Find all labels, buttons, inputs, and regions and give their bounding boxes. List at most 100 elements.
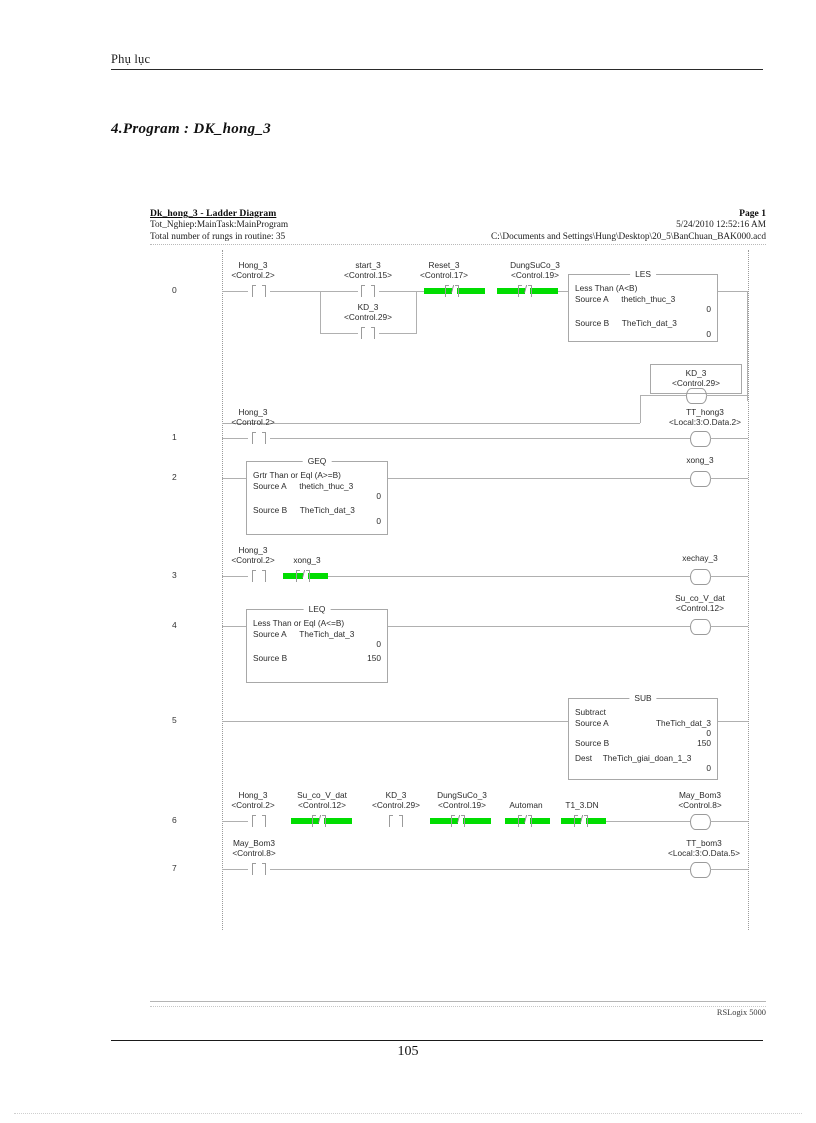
printout-page-label: Page 1 bbox=[739, 208, 766, 219]
rung5-sub-source-b-row: Source B 150 bbox=[569, 738, 717, 749]
right-power-rail bbox=[748, 250, 749, 930]
contact-bar-left bbox=[389, 815, 390, 827]
contact-bar-right bbox=[374, 285, 375, 297]
contact-bar-right bbox=[402, 815, 403, 827]
rung6-coil-maybom3[interactable] bbox=[690, 814, 711, 830]
rung0-coil-kd3[interactable] bbox=[686, 388, 707, 404]
rung-number-1: 1 bbox=[172, 432, 177, 442]
rung3-contact-xong3[interactable]: / bbox=[283, 569, 328, 582]
contact-hook-left bbox=[451, 815, 455, 816]
nc-slash-icon: / bbox=[451, 284, 455, 296]
rung4-coil-name: Su_co_V_dat bbox=[675, 593, 725, 603]
rung7-contact-maybom3[interactable] bbox=[248, 863, 270, 875]
rung5-wire-a bbox=[222, 721, 568, 722]
rung0-contact-kd3[interactable] bbox=[357, 327, 379, 339]
footer-brand: RSLogix 5000 bbox=[716, 1008, 766, 1017]
page-number: 105 bbox=[397, 1044, 419, 1059]
rung6-contact-t13dn[interactable]: / bbox=[561, 814, 606, 827]
rung7-wire-c bbox=[710, 869, 748, 870]
rung2-geq-block[interactable]: GEQ Grtr Than or Eql (A>=B) Source A the… bbox=[246, 456, 388, 535]
rung3-contact-hong3[interactable] bbox=[248, 570, 270, 582]
energized-segment-right bbox=[457, 288, 485, 294]
rung0-branch-right bbox=[416, 291, 417, 333]
rung0-coil-wire-r bbox=[706, 395, 748, 396]
rung0-coil-riser bbox=[640, 395, 641, 423]
printout-timestamp: 5/24/2010 12:52:16 AM bbox=[676, 220, 766, 230]
coil-right-arc bbox=[700, 431, 711, 447]
rung0-les-source-a-row: Source A thetich_thuc_3 bbox=[569, 294, 717, 305]
running-header: Phụ lục bbox=[111, 52, 763, 70]
ladder-diagram: 0 Hong_3 <Control.2> start_3 <Control.15… bbox=[150, 250, 766, 930]
header-rule bbox=[111, 69, 763, 70]
rung1-contact-hong3[interactable] bbox=[248, 432, 270, 444]
coil-right-arc bbox=[700, 471, 711, 487]
coil-left-arc bbox=[690, 431, 701, 447]
contact-hook-right bbox=[371, 327, 375, 328]
rung0-contact-1-addr: <Control.15> bbox=[344, 270, 392, 280]
rung0-les-source-b-value: 0 bbox=[706, 328, 711, 339]
rung6-contact-kd3[interactable] bbox=[385, 815, 407, 827]
contact-hook-right bbox=[322, 815, 326, 816]
rung4-leq-block[interactable]: LEQ Less Than or Eql (A<=B) Source A The… bbox=[246, 604, 388, 683]
contact-bar-left bbox=[361, 327, 362, 339]
rung0-bottom-wire bbox=[222, 423, 640, 424]
contact-hook-left bbox=[252, 815, 256, 816]
rung1-coil-name: TT_hong3 bbox=[686, 407, 724, 417]
coil-right-arc bbox=[700, 862, 711, 878]
rung0-contact-dungsuco3[interactable]: / bbox=[497, 284, 558, 297]
rung4-leq-source-b-label: Source B bbox=[253, 653, 288, 663]
contact-hook-left bbox=[518, 815, 522, 816]
rung5-sub-block[interactable]: SUB Subtract Source A TheTich_dat_3 0 So… bbox=[568, 693, 718, 780]
section-title: 4.Program : DK_hong_3 bbox=[111, 121, 272, 137]
rung6-contact-sucovdat[interactable]: / bbox=[291, 814, 352, 827]
energized-segment-right bbox=[530, 288, 558, 294]
rung0-les-source-a-value: 0 bbox=[706, 304, 711, 314]
rung-number-7: 7 bbox=[172, 863, 177, 873]
rung1-wire-a bbox=[222, 438, 248, 439]
rung0-coil-wire-l bbox=[640, 395, 686, 396]
rung6-contact-dungsuco3[interactable]: / bbox=[430, 814, 491, 827]
rung3-coil-xechay3[interactable] bbox=[690, 569, 711, 585]
contact-hook-right bbox=[371, 285, 375, 286]
rung0-les-source-b: TheTich_dat_3 bbox=[621, 318, 677, 328]
rung4-coil-addr: <Control.12> bbox=[676, 603, 724, 613]
rung-number-4: 4 bbox=[172, 620, 177, 630]
rung6-contact-hong3[interactable] bbox=[248, 815, 270, 827]
contact-bar-right bbox=[265, 815, 266, 827]
contact-bar-right bbox=[464, 815, 465, 827]
rung0-les-block[interactable]: LES Less Than (A<B) Source A thetich_thu… bbox=[568, 269, 718, 342]
rung3-wire-a bbox=[222, 576, 248, 577]
contact-hook-right bbox=[461, 815, 465, 816]
rung7-coil-ttbom3[interactable] bbox=[690, 862, 711, 878]
contact-bar-right bbox=[265, 863, 266, 875]
coil-left-arc bbox=[690, 619, 701, 635]
contact-bar-left bbox=[574, 815, 575, 827]
contact-hook-right bbox=[528, 815, 532, 816]
contact-bar-right bbox=[374, 327, 375, 339]
rung7-wire-b bbox=[270, 869, 690, 870]
contact-bar-left bbox=[445, 285, 446, 297]
rung4-coil-sucovdat[interactable] bbox=[690, 619, 711, 635]
rung6-contact-3-addr: <Control.19> bbox=[438, 800, 486, 810]
contact-hook-right bbox=[306, 570, 310, 571]
rung6-contact-1-addr: <Control.12> bbox=[298, 800, 346, 810]
energized-segment-right bbox=[530, 818, 550, 824]
rung1-coil-tthong3[interactable] bbox=[690, 431, 711, 447]
rung2-geq-source-a-label: Source A bbox=[253, 480, 287, 491]
contact-bar-right bbox=[265, 570, 266, 582]
rung0-contact-reset3[interactable]: / bbox=[424, 284, 485, 297]
rung7-contact-0-name: May_Bom3 bbox=[233, 838, 275, 848]
rung0-wire-e bbox=[718, 291, 748, 292]
contact-bar-right bbox=[587, 815, 588, 827]
rung0-contact-start3[interactable] bbox=[357, 285, 379, 297]
energized-segment-right bbox=[308, 573, 328, 579]
rung6-contact-0-name: Hong_3 bbox=[238, 790, 268, 800]
rung6-contact-automan[interactable]: / bbox=[505, 814, 550, 827]
rung0-contact-4-name: DungSuCo_3 bbox=[510, 260, 560, 270]
rung0-coil-name: KD_3 bbox=[685, 368, 707, 378]
rung7-wire-a bbox=[222, 869, 248, 870]
rung3-coil-name: xechay_3 bbox=[682, 553, 718, 563]
rung2-geq-mnemonic: GEQ bbox=[302, 456, 332, 466]
rung2-coil-xong3[interactable] bbox=[690, 471, 711, 487]
rung0-contact-hong3[interactable] bbox=[248, 285, 270, 297]
